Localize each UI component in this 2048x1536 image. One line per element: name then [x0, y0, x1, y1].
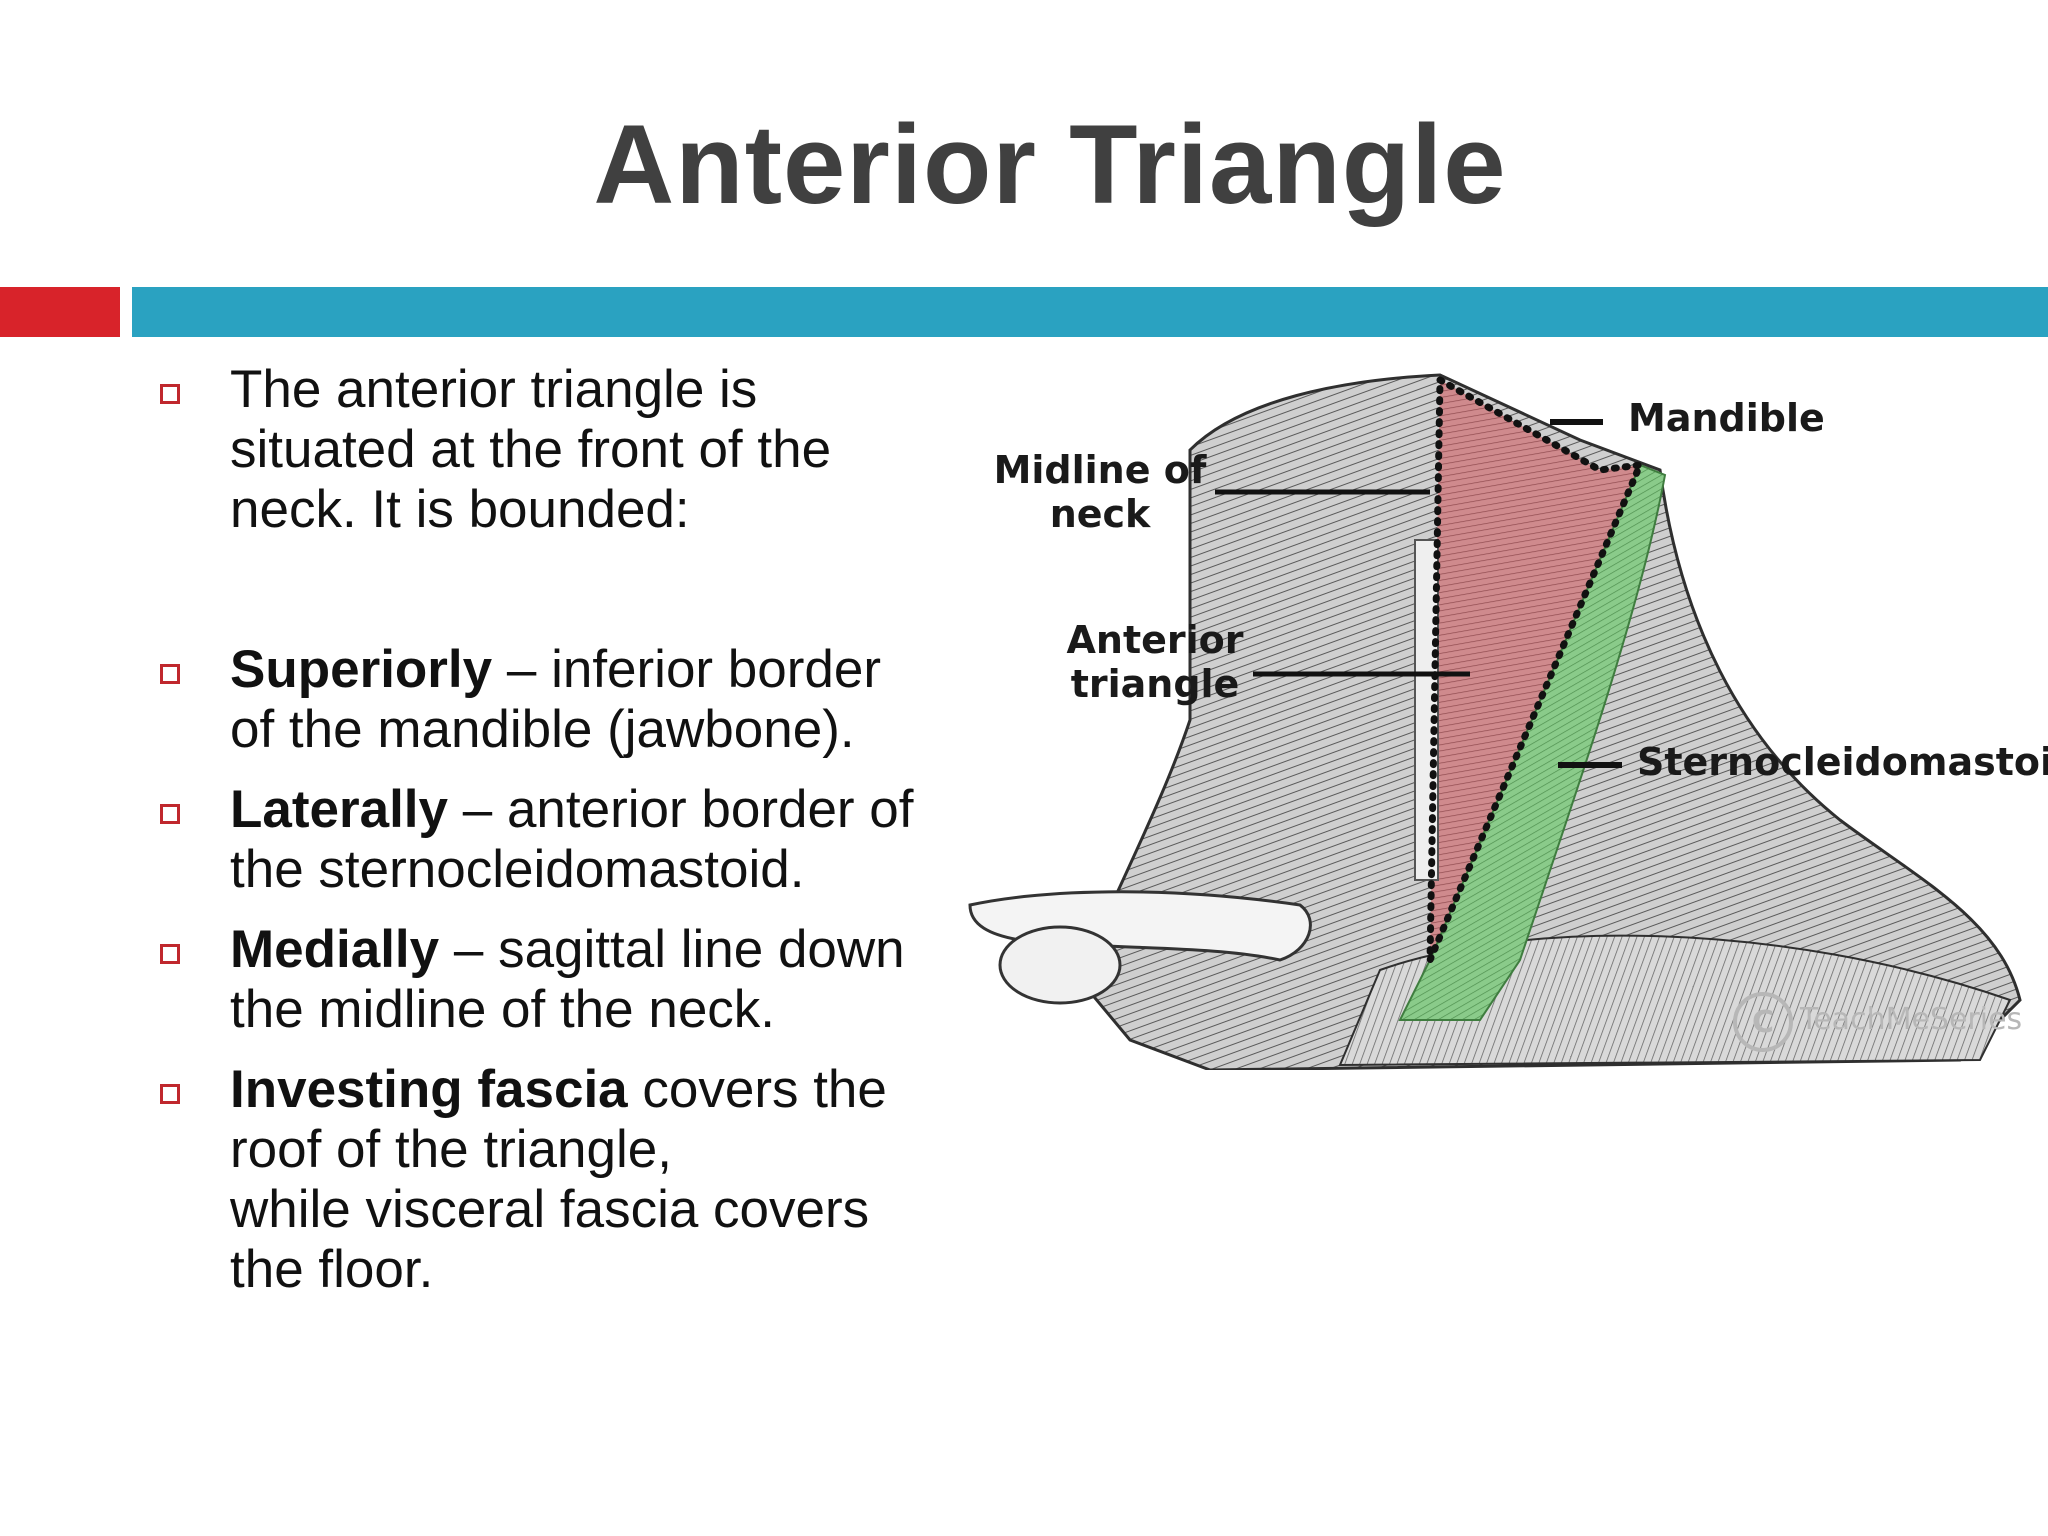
bullet-medially: Medially – sagittal line down the midlin…: [160, 920, 980, 1040]
triangle-border-dotted: [1426, 376, 1646, 962]
label-anterior-triangle: Anterior triangle: [1066, 618, 1244, 706]
bullet-text-line: the sternocleidomastoid.: [230, 840, 805, 899]
bullet-text-line: roof of the triangle,: [230, 1120, 672, 1179]
label-mandible: Mandible: [1628, 396, 1825, 440]
bullet-text: covers the: [627, 1060, 887, 1119]
sternum-head: [998, 925, 1122, 1005]
bullet-term: Laterally: [230, 780, 449, 839]
neck-anatomy-figure: Mandible Midline of neck Anterior triang…: [960, 360, 2048, 1072]
neck-illustration: [968, 373, 2022, 1072]
accent-bar-blue: [132, 287, 2048, 337]
bullet-text: – inferior border: [492, 640, 881, 699]
bullet-text-line: the midline of the neck.: [230, 980, 776, 1039]
bullet-box-icon: [160, 944, 180, 964]
bullet-box-icon: [160, 664, 180, 684]
bullet-text: – anterior border of: [448, 780, 914, 839]
bullet-investing-fascia: Investing fascia covers the roof of the …: [160, 1060, 980, 1300]
bullet-text-line: while visceral fascia covers: [230, 1180, 870, 1239]
bullet-text-line: situated at the front of the: [230, 420, 832, 479]
label-midline-of-neck: Midline of neck: [993, 448, 1207, 536]
bullet-laterally: Laterally – anterior border of the stern…: [160, 780, 980, 900]
bullet-term: Superiorly: [230, 640, 493, 699]
anterior-triangle-region: [1430, 380, 1640, 960]
bullet-term: Investing fascia: [230, 1060, 628, 1119]
bullet-term: Medially: [230, 920, 440, 979]
bullet-text-line: the floor.: [230, 1240, 434, 1299]
bullet-text-line: of the mandible (jawbone).: [230, 700, 855, 759]
copyright-icon: [1733, 992, 1793, 1052]
slide-title: Anterior Triangle: [593, 102, 1507, 227]
watermark-symbol: C: [1752, 1005, 1775, 1040]
bullet-text-line: The anterior triangle is: [230, 360, 758, 419]
bullet-text-line: neck. It is bounded:: [230, 480, 690, 539]
bullet-box-icon: [160, 384, 180, 404]
watermark-text: TeachMeSeries: [1800, 1002, 2023, 1037]
bullet-intro: The anterior triangle is situated at the…: [160, 360, 980, 540]
bullet-text: – sagittal line down: [439, 920, 905, 979]
bullet-list: The anterior triangle is situated at the…: [160, 360, 980, 1320]
accent-bar-red: [0, 287, 120, 337]
bullet-box-icon: [160, 804, 180, 824]
bullet-box-icon: [160, 1084, 180, 1104]
label-sternocleidomastoid: Sternocleidomastoid: [1637, 740, 2048, 784]
bullet-superiorly: Superiorly – inferior border of the mand…: [160, 640, 980, 760]
